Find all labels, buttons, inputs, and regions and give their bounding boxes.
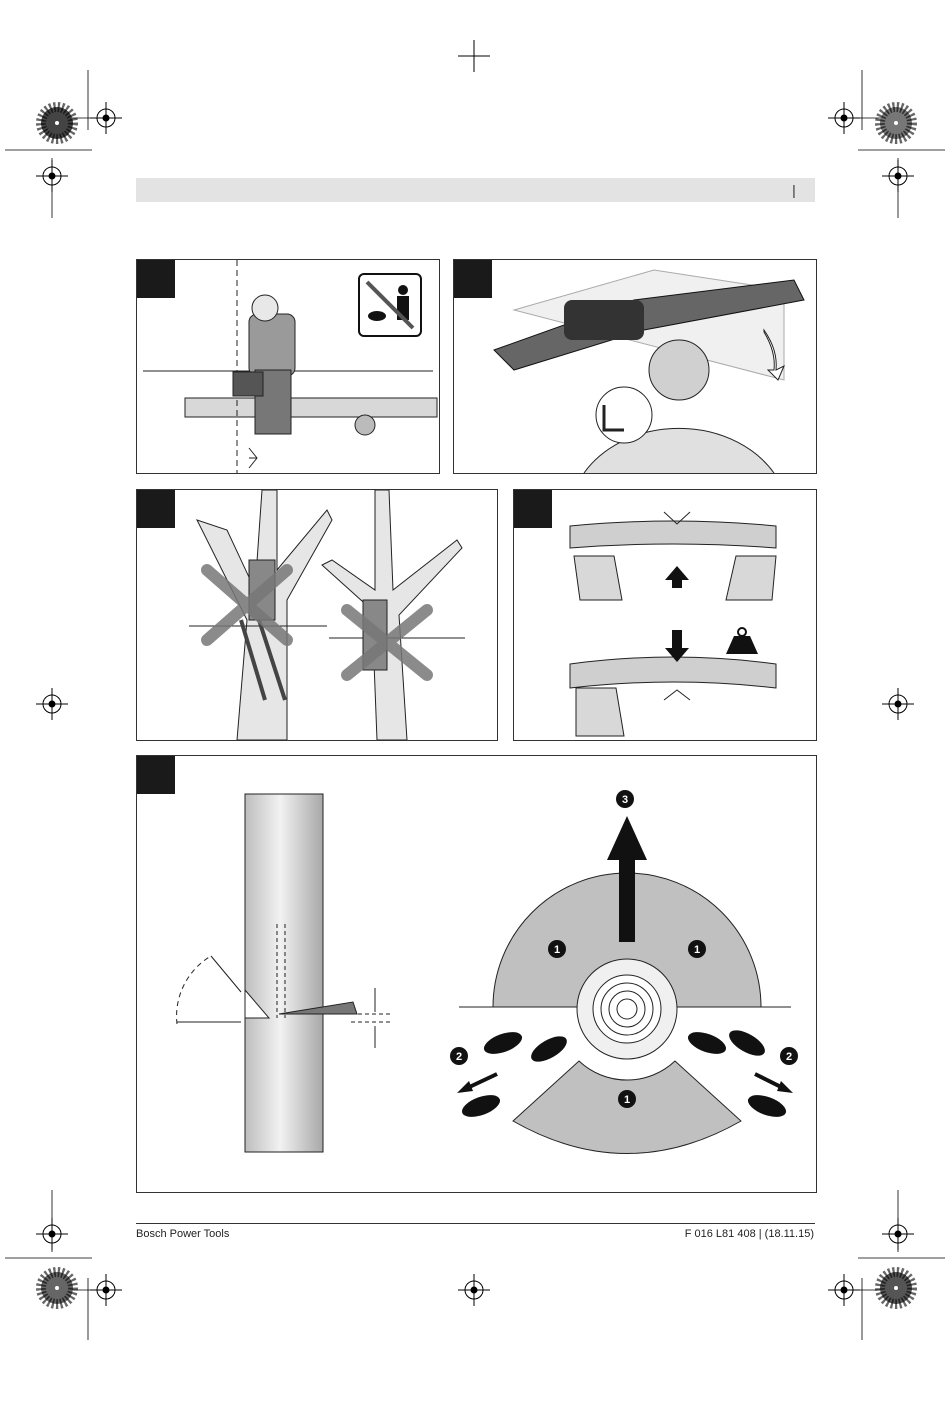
page-mark: | bbox=[784, 178, 804, 202]
illustration-log-tension bbox=[514, 490, 816, 740]
zone-marker: 2 bbox=[786, 1051, 792, 1063]
figure-panel-log-tension bbox=[513, 489, 817, 741]
figure-panel-no-ladder bbox=[136, 489, 498, 741]
header-band bbox=[136, 178, 815, 202]
illustration-cut-log bbox=[137, 260, 439, 473]
figure-panel-felling: 3 1 1 2 2 1 bbox=[136, 755, 817, 1193]
zone-marker: 2 bbox=[456, 1051, 462, 1063]
figure-panel-kickback bbox=[453, 259, 817, 474]
footer-doc-code: F 016 L81 408 | (18.11.15) bbox=[685, 1228, 814, 1240]
illustration-kickback bbox=[454, 260, 816, 473]
illustration-felling: 3 1 1 2 2 1 bbox=[137, 756, 816, 1192]
zone-marker: 1 bbox=[554, 944, 560, 956]
figure-panel-cut-log bbox=[136, 259, 440, 474]
footer-publisher: Bosch Power Tools bbox=[136, 1228, 229, 1240]
zone-marker: 1 bbox=[624, 1094, 630, 1106]
illustration-no-ladder bbox=[137, 490, 497, 740]
zone-marker: 1 bbox=[694, 944, 700, 956]
footer-rule bbox=[136, 1223, 815, 1224]
no-bystanders-icon bbox=[359, 274, 421, 336]
zone-marker: 3 bbox=[622, 794, 628, 806]
